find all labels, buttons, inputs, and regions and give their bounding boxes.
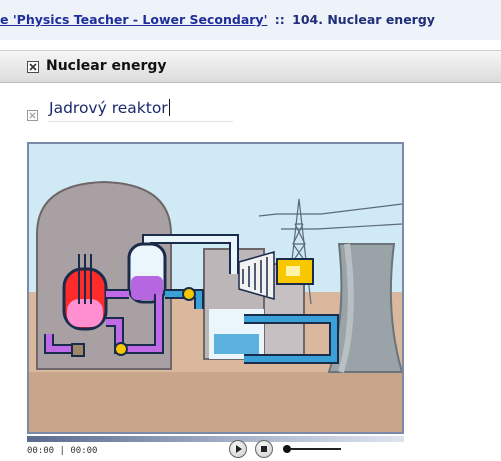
time-separator: |: [59, 446, 65, 456]
time-total: 00:00: [70, 446, 98, 456]
time-display: 00:00 | 00:00: [27, 446, 97, 456]
section-title: Nuclear energy: [46, 58, 167, 74]
time-current: 00:00: [27, 446, 55, 456]
item-title: Jadrový reaktor: [49, 96, 170, 120]
item-title-text: Jadrový reaktor: [49, 99, 168, 117]
breadcrumb: e 'Physics Teacher - Lower Secondary' ::…: [0, 0, 501, 40]
stop-button[interactable]: [255, 440, 273, 458]
breadcrumb-link[interactable]: e 'Physics Teacher - Lower Secondary': [0, 12, 268, 27]
section-header: Nuclear energy: [0, 50, 501, 83]
title-underline: [48, 121, 233, 122]
breadcrumb-separator: ::: [274, 12, 285, 27]
breadcrumb-current: 104. Nuclear energy: [292, 12, 435, 27]
volume-slider[interactable]: [291, 448, 341, 450]
text-cursor: [168, 99, 170, 116]
play-icon: [236, 445, 242, 453]
volume-handle[interactable]: [283, 445, 291, 453]
item-close-icon[interactable]: [27, 110, 38, 121]
stop-icon: [261, 446, 267, 452]
animation-player[interactable]: [27, 142, 404, 434]
play-button[interactable]: [229, 440, 247, 458]
player-controls: 00:00 | 00:00: [27, 436, 501, 458]
collapse-icon[interactable]: [27, 61, 39, 73]
nuclear-power-plant-illustration: [29, 144, 402, 432]
progress-bar[interactable]: [27, 436, 404, 442]
